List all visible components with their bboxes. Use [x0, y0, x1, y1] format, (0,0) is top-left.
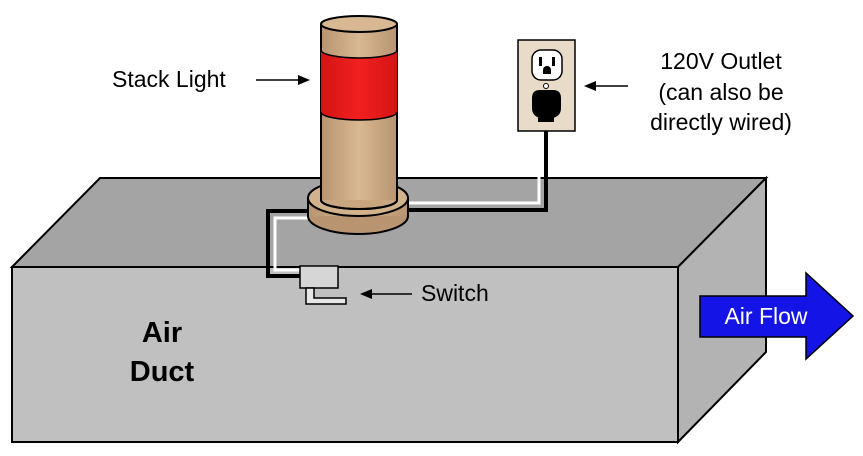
duct-label-line-2: Duct	[130, 356, 195, 388]
switch-paddle	[305, 287, 347, 305]
stack-light-cap	[320, 15, 398, 33]
air-duct	[9, 175, 769, 445]
duct-front-face	[11, 266, 679, 443]
duplex-outlet-icon	[517, 39, 576, 132]
wire-stack-to-outlet-outer	[404, 118, 548, 212]
wiring	[266, 118, 548, 278]
outlet-label-line-3: directly wired)	[650, 109, 792, 135]
pointer-arrows	[256, 75, 628, 299]
outlet-label-line-1: 120V Outlet	[660, 48, 782, 74]
outlet-receptacle-top	[531, 49, 563, 81]
switch-label: Switch	[421, 280, 489, 306]
outlet-label-line-2: (can also be	[658, 79, 783, 105]
outlet-screw	[543, 83, 549, 89]
wire-switch-to-stack-outer	[266, 209, 318, 278]
airflow-switch-icon	[299, 265, 347, 305]
plug-icon	[532, 90, 561, 118]
switch-body	[299, 265, 339, 289]
duct-label-line-1: Air	[142, 317, 182, 349]
stack-light-red-segment	[321, 50, 397, 120]
wire-stack-to-outlet-inner	[404, 118, 541, 205]
switch-pointer-arrow	[360, 289, 412, 299]
stack-light-pointer-arrow	[256, 75, 310, 85]
air-flow-label: Air Flow	[724, 303, 807, 329]
air-flow-arrow-icon	[699, 271, 855, 361]
stack-light-label: Stack Light	[112, 66, 226, 92]
outlet-pointer-arrow	[584, 81, 628, 91]
stack-light	[307, 15, 409, 235]
wire-switch-to-stack-inner	[273, 216, 318, 272]
